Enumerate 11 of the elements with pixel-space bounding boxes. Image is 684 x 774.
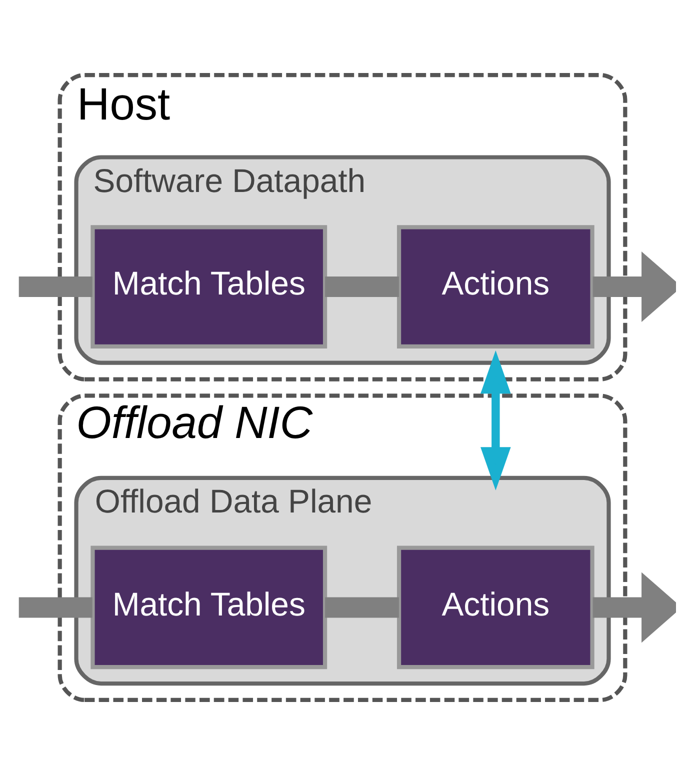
node-box: Actions — [396, 545, 594, 669]
connector — [324, 276, 398, 297]
connector — [18, 596, 92, 618]
node-box: Match Tables — [90, 224, 327, 348]
connector — [324, 596, 398, 618]
arrow — [592, 572, 676, 642]
connector — [18, 276, 92, 297]
node-box: Match Tables — [90, 545, 327, 669]
node-box: Actions — [396, 224, 594, 348]
arrow — [592, 250, 676, 322]
arrow — [480, 350, 510, 490]
